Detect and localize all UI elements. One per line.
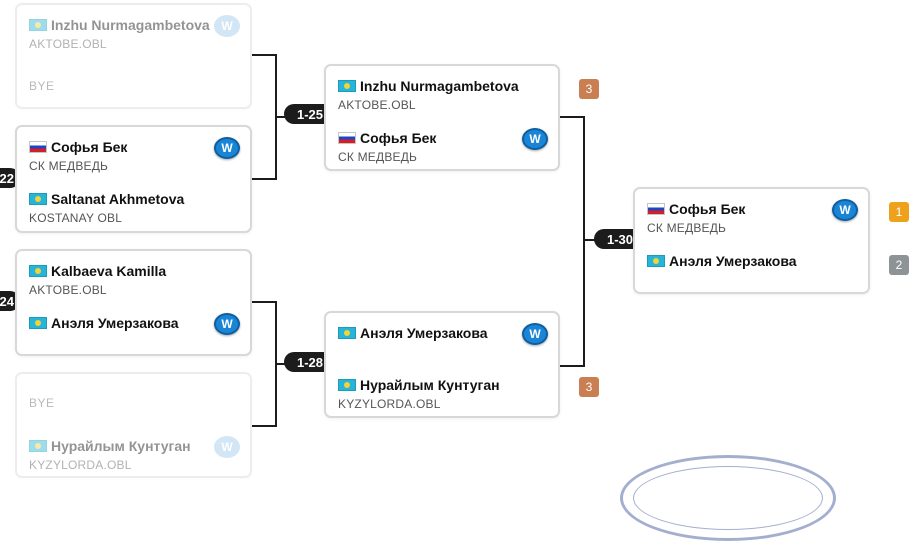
bracket-connector: [252, 54, 276, 56]
competitor-slot[interactable]: Софья Бек СК МЕДВЕДЬ W: [647, 197, 858, 241]
bracket-connector: [252, 425, 276, 427]
rank-badge-bronze: 3: [579, 377, 599, 397]
winner-badge: W: [214, 15, 240, 37]
competitor-slot[interactable]: Нурайлым Кунтуган KYZYLORDA.OBL W: [29, 434, 240, 478]
bye-label: BYE: [29, 396, 55, 410]
competitor-slot[interactable]: Анэля Умерзакова W: [29, 311, 240, 355]
bracket-connector: [252, 301, 276, 303]
winner-badge: W: [522, 323, 548, 345]
match-card-r1-3[interactable]: Kalbaeva Kamilla AKTOBE.OBL Анэля Умерза…: [15, 249, 252, 356]
winner-badge: W: [214, 137, 240, 159]
competitor-slot[interactable]: Анэля Умерзакова: [647, 249, 858, 293]
competitor-club: KOSTANAY OBL: [29, 211, 123, 225]
bye-label: BYE: [29, 79, 55, 93]
competitor-name: Анэля Умерзакова: [51, 315, 179, 331]
match-card-final[interactable]: Софья Бек СК МЕДВЕДЬ W Анэля Умерзакова: [633, 187, 870, 294]
match-card-r1-1[interactable]: Inzhu Nurmagambetova AKTOBE.OBL W BYE: [15, 3, 252, 109]
match-number-badge: 1-25: [284, 104, 336, 124]
rank-badge-bronze: 3: [579, 79, 599, 99]
bye-slot: BYE: [29, 65, 240, 109]
competitor-slot[interactable]: Софья Бек СК МЕДВЕДЬ W: [29, 135, 240, 179]
rank-badge-gold: 1: [889, 202, 909, 222]
competitor-club: AKTOBE.OBL: [29, 283, 107, 297]
winner-badge: W: [832, 199, 858, 221]
competitor-name: Софья Бек: [360, 130, 437, 146]
competitor-name: Софья Бек: [669, 201, 746, 217]
kz-flag-icon: [647, 255, 665, 267]
winner-badge: W: [214, 436, 240, 458]
match-number-badge: 1-28: [284, 352, 336, 372]
bracket-connector: [560, 116, 584, 118]
competitor-club: KYZYLORDA.OBL: [29, 458, 132, 472]
ru-flag-icon: [29, 141, 47, 153]
competitor-club: СК МЕДВЕДЬ: [29, 159, 109, 173]
rank-badge-silver: 2: [889, 255, 909, 275]
competitor-club: KYZYLORDA.OBL: [338, 397, 441, 411]
competitor-slot[interactable]: Kalbaeva Kamilla AKTOBE.OBL: [29, 259, 240, 303]
competitor-club: СК МЕДВЕДЬ: [338, 150, 418, 164]
bracket-connector: [252, 178, 276, 180]
competitor-slot[interactable]: Нурайлым Кунтуган KYZYLORDA.OBL: [338, 373, 548, 417]
winner-badge: W: [522, 128, 548, 150]
match-card-r2-2[interactable]: Анэля Умерзакова W Нурайлым Кунтуган KYZ…: [324, 311, 560, 418]
bracket-connector: [583, 116, 585, 367]
kz-flag-icon: [338, 327, 356, 339]
competitor-club: СК МЕДВЕДЬ: [647, 221, 727, 235]
kz-flag-icon: [338, 80, 356, 92]
competitor-name: Анэля Умерзакова: [360, 325, 488, 341]
kz-flag-icon: [29, 19, 47, 31]
competitor-slot[interactable]: Inzhu Nurmagambetova AKTOBE.OBL W: [29, 13, 240, 57]
competitor-name: Kalbaeva Kamilla: [51, 263, 167, 279]
competitor-name: Нурайлым Кунтуган: [51, 438, 191, 454]
kz-flag-icon: [29, 317, 47, 329]
competitor-club: AKTOBE.OBL: [338, 98, 416, 112]
kz-flag-icon: [29, 265, 47, 277]
competitor-name: Saltanat Akhmetova: [51, 191, 185, 207]
competitor-slot[interactable]: Inzhu Nurmagambetova AKTOBE.OBL: [338, 74, 548, 118]
winner-badge: W: [214, 313, 240, 335]
competitor-name: Анэля Умерзакова: [669, 253, 797, 269]
competitor-slot[interactable]: Софья Бек СК МЕДВЕДЬ W: [338, 126, 548, 170]
kz-flag-icon: [338, 379, 356, 391]
kz-flag-icon: [29, 440, 47, 452]
ru-flag-icon: [647, 203, 665, 215]
bye-slot: BYE: [29, 382, 240, 426]
ru-flag-icon: [338, 132, 356, 144]
match-card-r1-4[interactable]: BYE Нурайлым Кунтуган KYZYLORDA.OBL W: [15, 372, 252, 478]
bracket-connector: [560, 365, 584, 367]
match-card-r1-2[interactable]: Софья Бек СК МЕДВЕДЬ W Saltanat Akhmetov…: [15, 125, 252, 233]
competitor-name: Софья Бек: [51, 139, 128, 155]
competitor-slot[interactable]: Анэля Умерзакова W: [338, 321, 548, 365]
competitor-name: Inzhu Nurmagambetova: [360, 78, 519, 94]
competitor-name: Inzhu Nurmagambetova: [51, 17, 210, 33]
match-card-r2-1[interactable]: Inzhu Nurmagambetova AKTOBE.OBL Софья Бе…: [324, 64, 560, 171]
kz-flag-icon: [29, 193, 47, 205]
competitor-club: AKTOBE.OBL: [29, 37, 107, 51]
competitor-slot[interactable]: Saltanat Akhmetova KOSTANAY OBL: [29, 187, 240, 231]
competitor-name: Нурайлым Кунтуган: [360, 377, 500, 393]
stamp-seal: [620, 455, 836, 541]
